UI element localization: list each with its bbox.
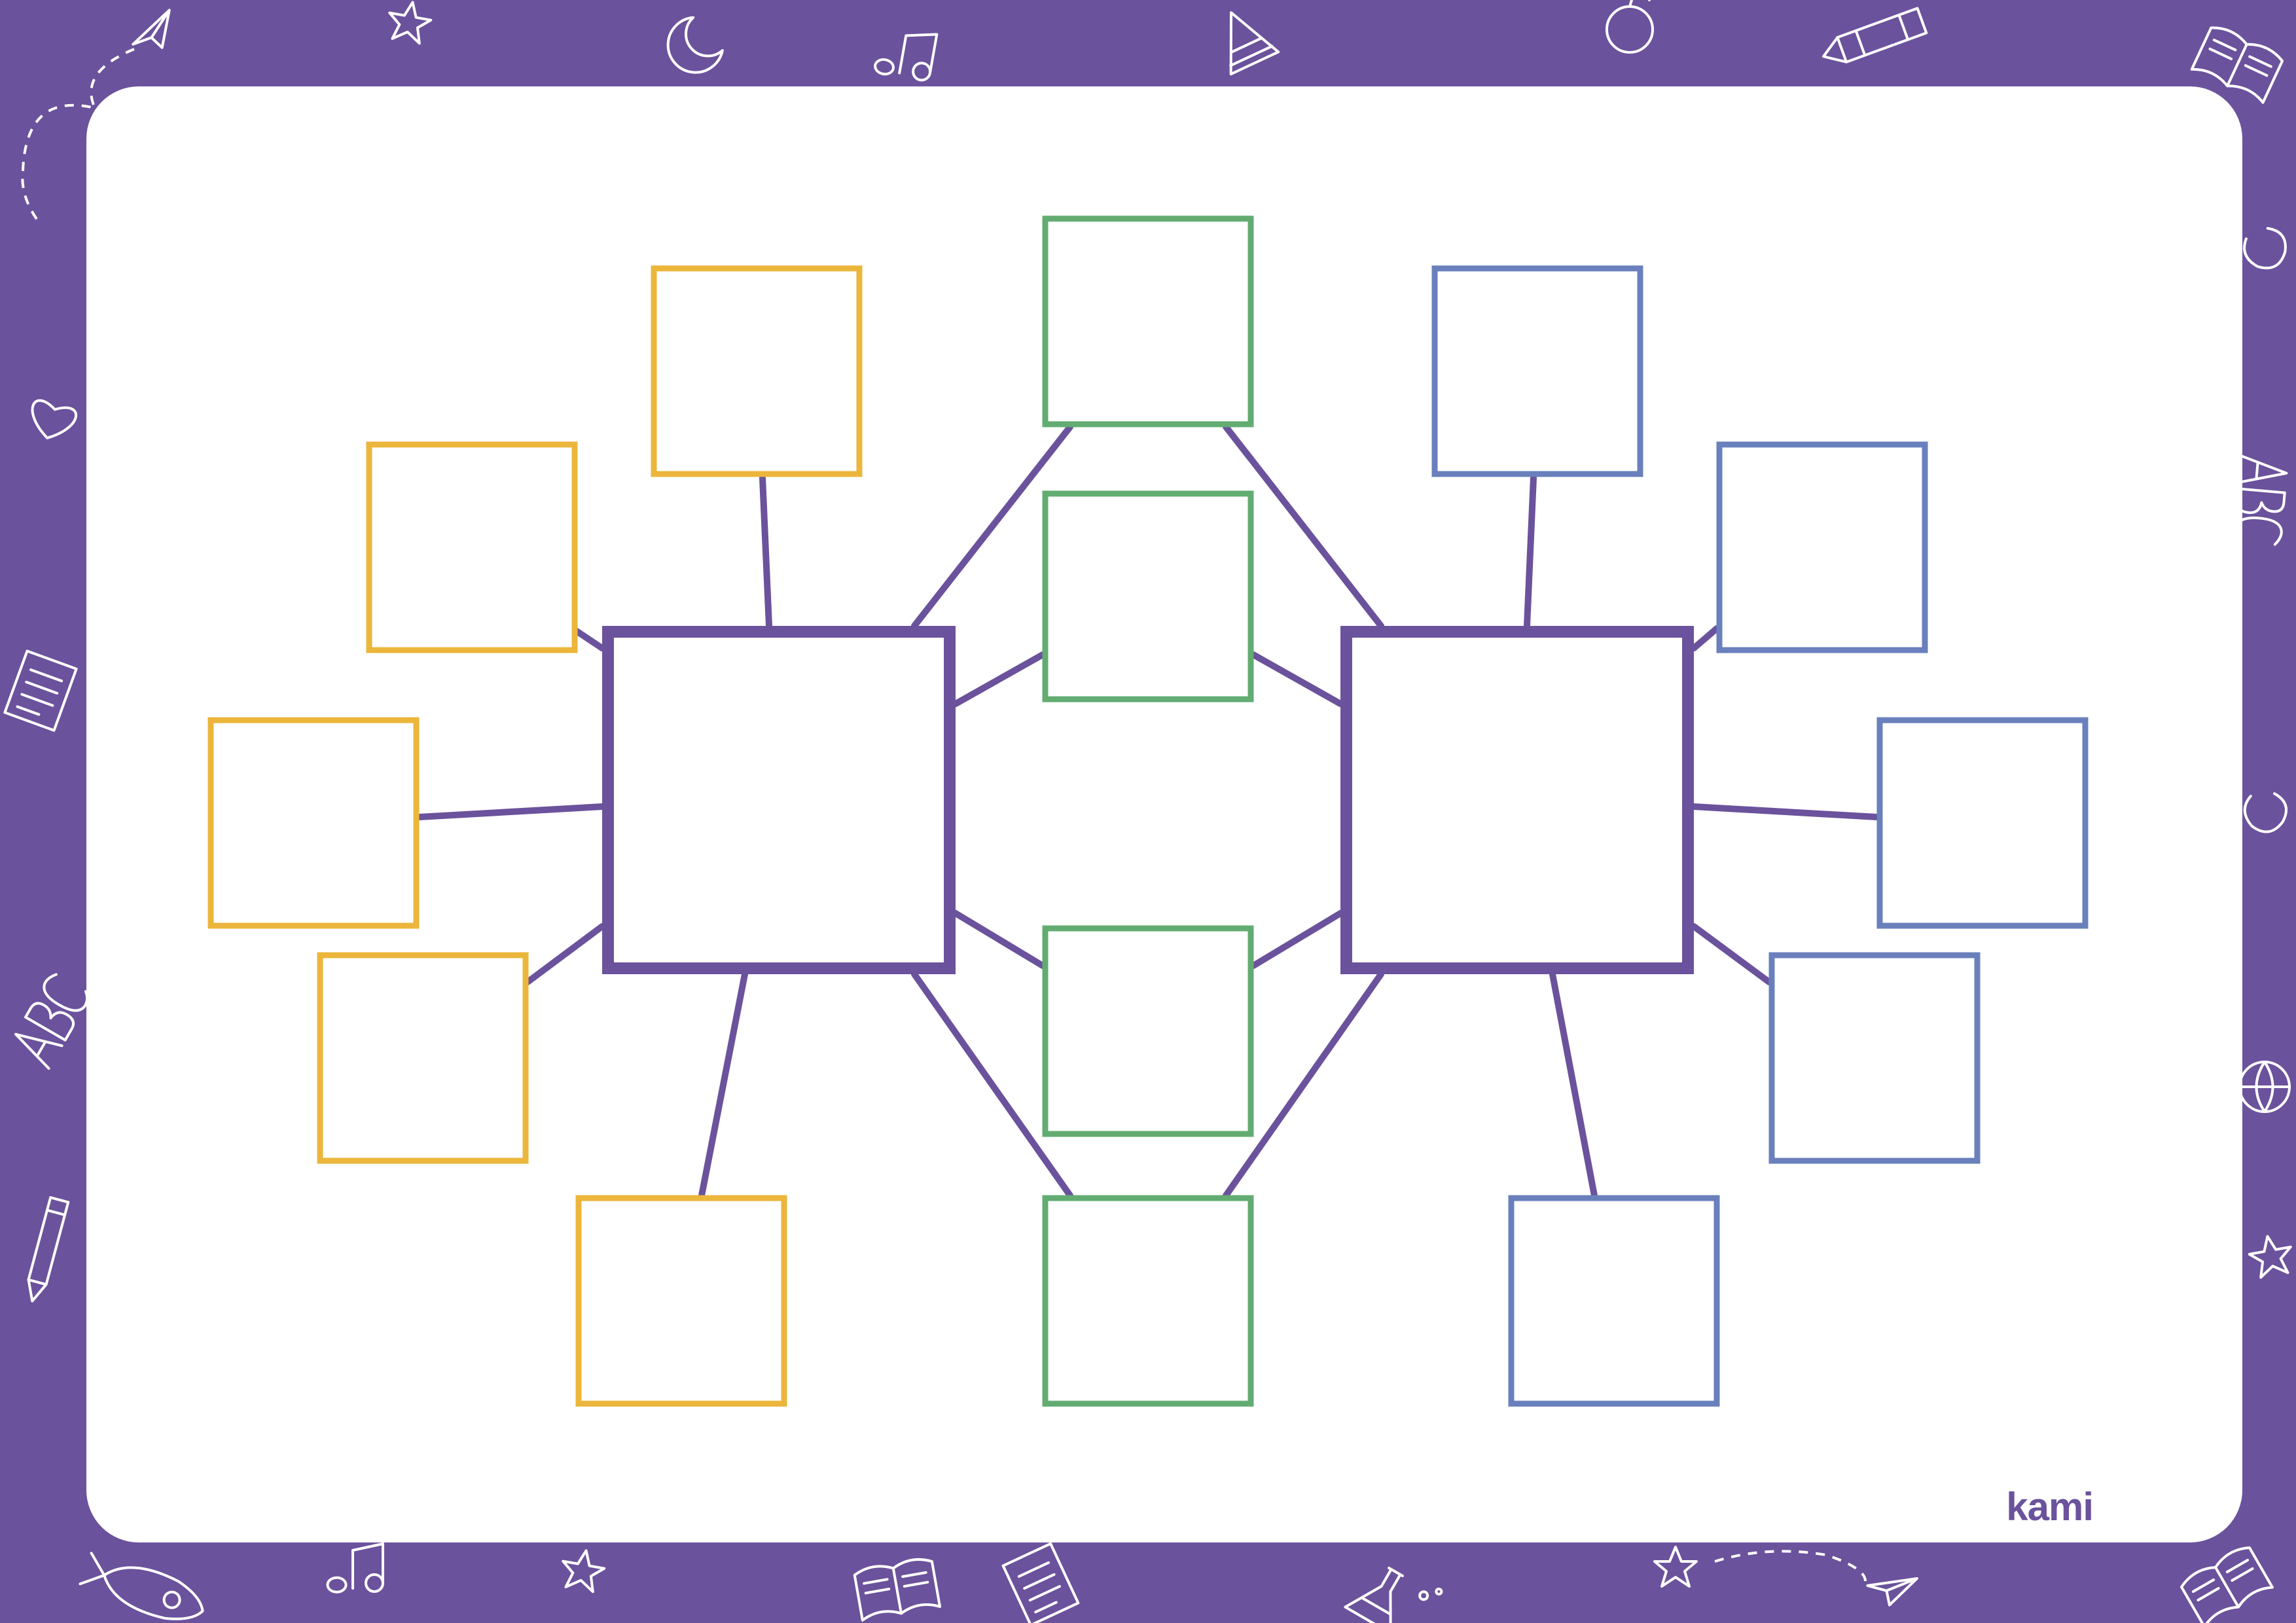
apple-icon: [1605, 0, 1654, 54]
right-group-box-5[interactable]: [1508, 1195, 1720, 1407]
notepad-icon: [3, 649, 78, 732]
flask-icon: [1344, 1567, 1443, 1623]
right-group-box-4[interactable]: [1768, 952, 1981, 1164]
right-group-box-2[interactable]: [1716, 441, 1928, 653]
kami-logo: kami: [2006, 1485, 2094, 1529]
connector-line: [911, 971, 1073, 1199]
music-note-icon: [874, 33, 939, 82]
star-icon: [562, 1549, 606, 1594]
connector-line: [1549, 971, 1598, 1199]
paper-plane-icon: [132, 9, 171, 49]
left-group-box-5[interactable]: [575, 1195, 787, 1407]
star-icon: [2248, 1235, 2292, 1279]
open-book-icon: [2190, 26, 2284, 104]
connector-line: [952, 651, 1046, 707]
connector-line: [911, 424, 1073, 629]
music-note-icon: [326, 1542, 384, 1594]
connector-line: [1223, 424, 1384, 629]
connector-line: [1691, 625, 1720, 651]
middle-group-box-3[interactable]: [1042, 925, 1254, 1137]
pencil-icon: [27, 1196, 70, 1303]
abc-letters-icon: [2234, 454, 2288, 546]
left-group-box-3[interactable]: [207, 717, 420, 929]
connector-line: [698, 971, 748, 1199]
paper-plane-icon: [1866, 1577, 1918, 1607]
abc-letters-icon: [14, 973, 88, 1070]
connector-line: [1691, 923, 1772, 985]
connector-line: [1691, 803, 1880, 820]
notepad-icon: [1001, 1542, 1080, 1623]
moon-icon: [666, 16, 724, 74]
open-book-icon: [853, 1558, 942, 1622]
crayon-icon: [1822, 7, 1928, 64]
star-icon: [1653, 1546, 1698, 1588]
left-group-box-1[interactable]: [651, 265, 863, 477]
star-icon: [388, 1, 433, 45]
cone-hat-icon: [1229, 11, 1280, 76]
connector-line: [1250, 910, 1344, 969]
middle-group-box-4[interactable]: [1042, 1195, 1254, 1407]
connector-line: [759, 475, 772, 629]
right-group-box-1[interactable]: [1431, 265, 1643, 477]
connector-line: [1250, 651, 1344, 707]
right-group-box-3[interactable]: [1876, 717, 2089, 929]
left-group-box-4[interactable]: [317, 952, 529, 1164]
connector-lines: [416, 424, 1880, 1199]
connector-line: [524, 923, 605, 985]
connector-line: [952, 910, 1046, 969]
swirl-icon: [2243, 792, 2288, 833]
boxes: [207, 215, 2089, 1407]
hub-right-box[interactable]: [1340, 626, 1694, 974]
left-group-box-2[interactable]: [366, 441, 578, 653]
connector-line: [416, 803, 605, 820]
rocket-icon: [79, 1552, 204, 1620]
middle-group-box-2[interactable]: [1042, 490, 1254, 702]
heart-icon: [31, 399, 78, 439]
middle-group-box-1[interactable]: [1042, 215, 1254, 428]
open-book-icon: [2180, 1546, 2274, 1623]
swirl-icon: [2243, 227, 2287, 270]
connector-line: [1524, 475, 1537, 629]
connector-line: [1223, 971, 1384, 1199]
hub-left-box[interactable]: [602, 626, 956, 974]
